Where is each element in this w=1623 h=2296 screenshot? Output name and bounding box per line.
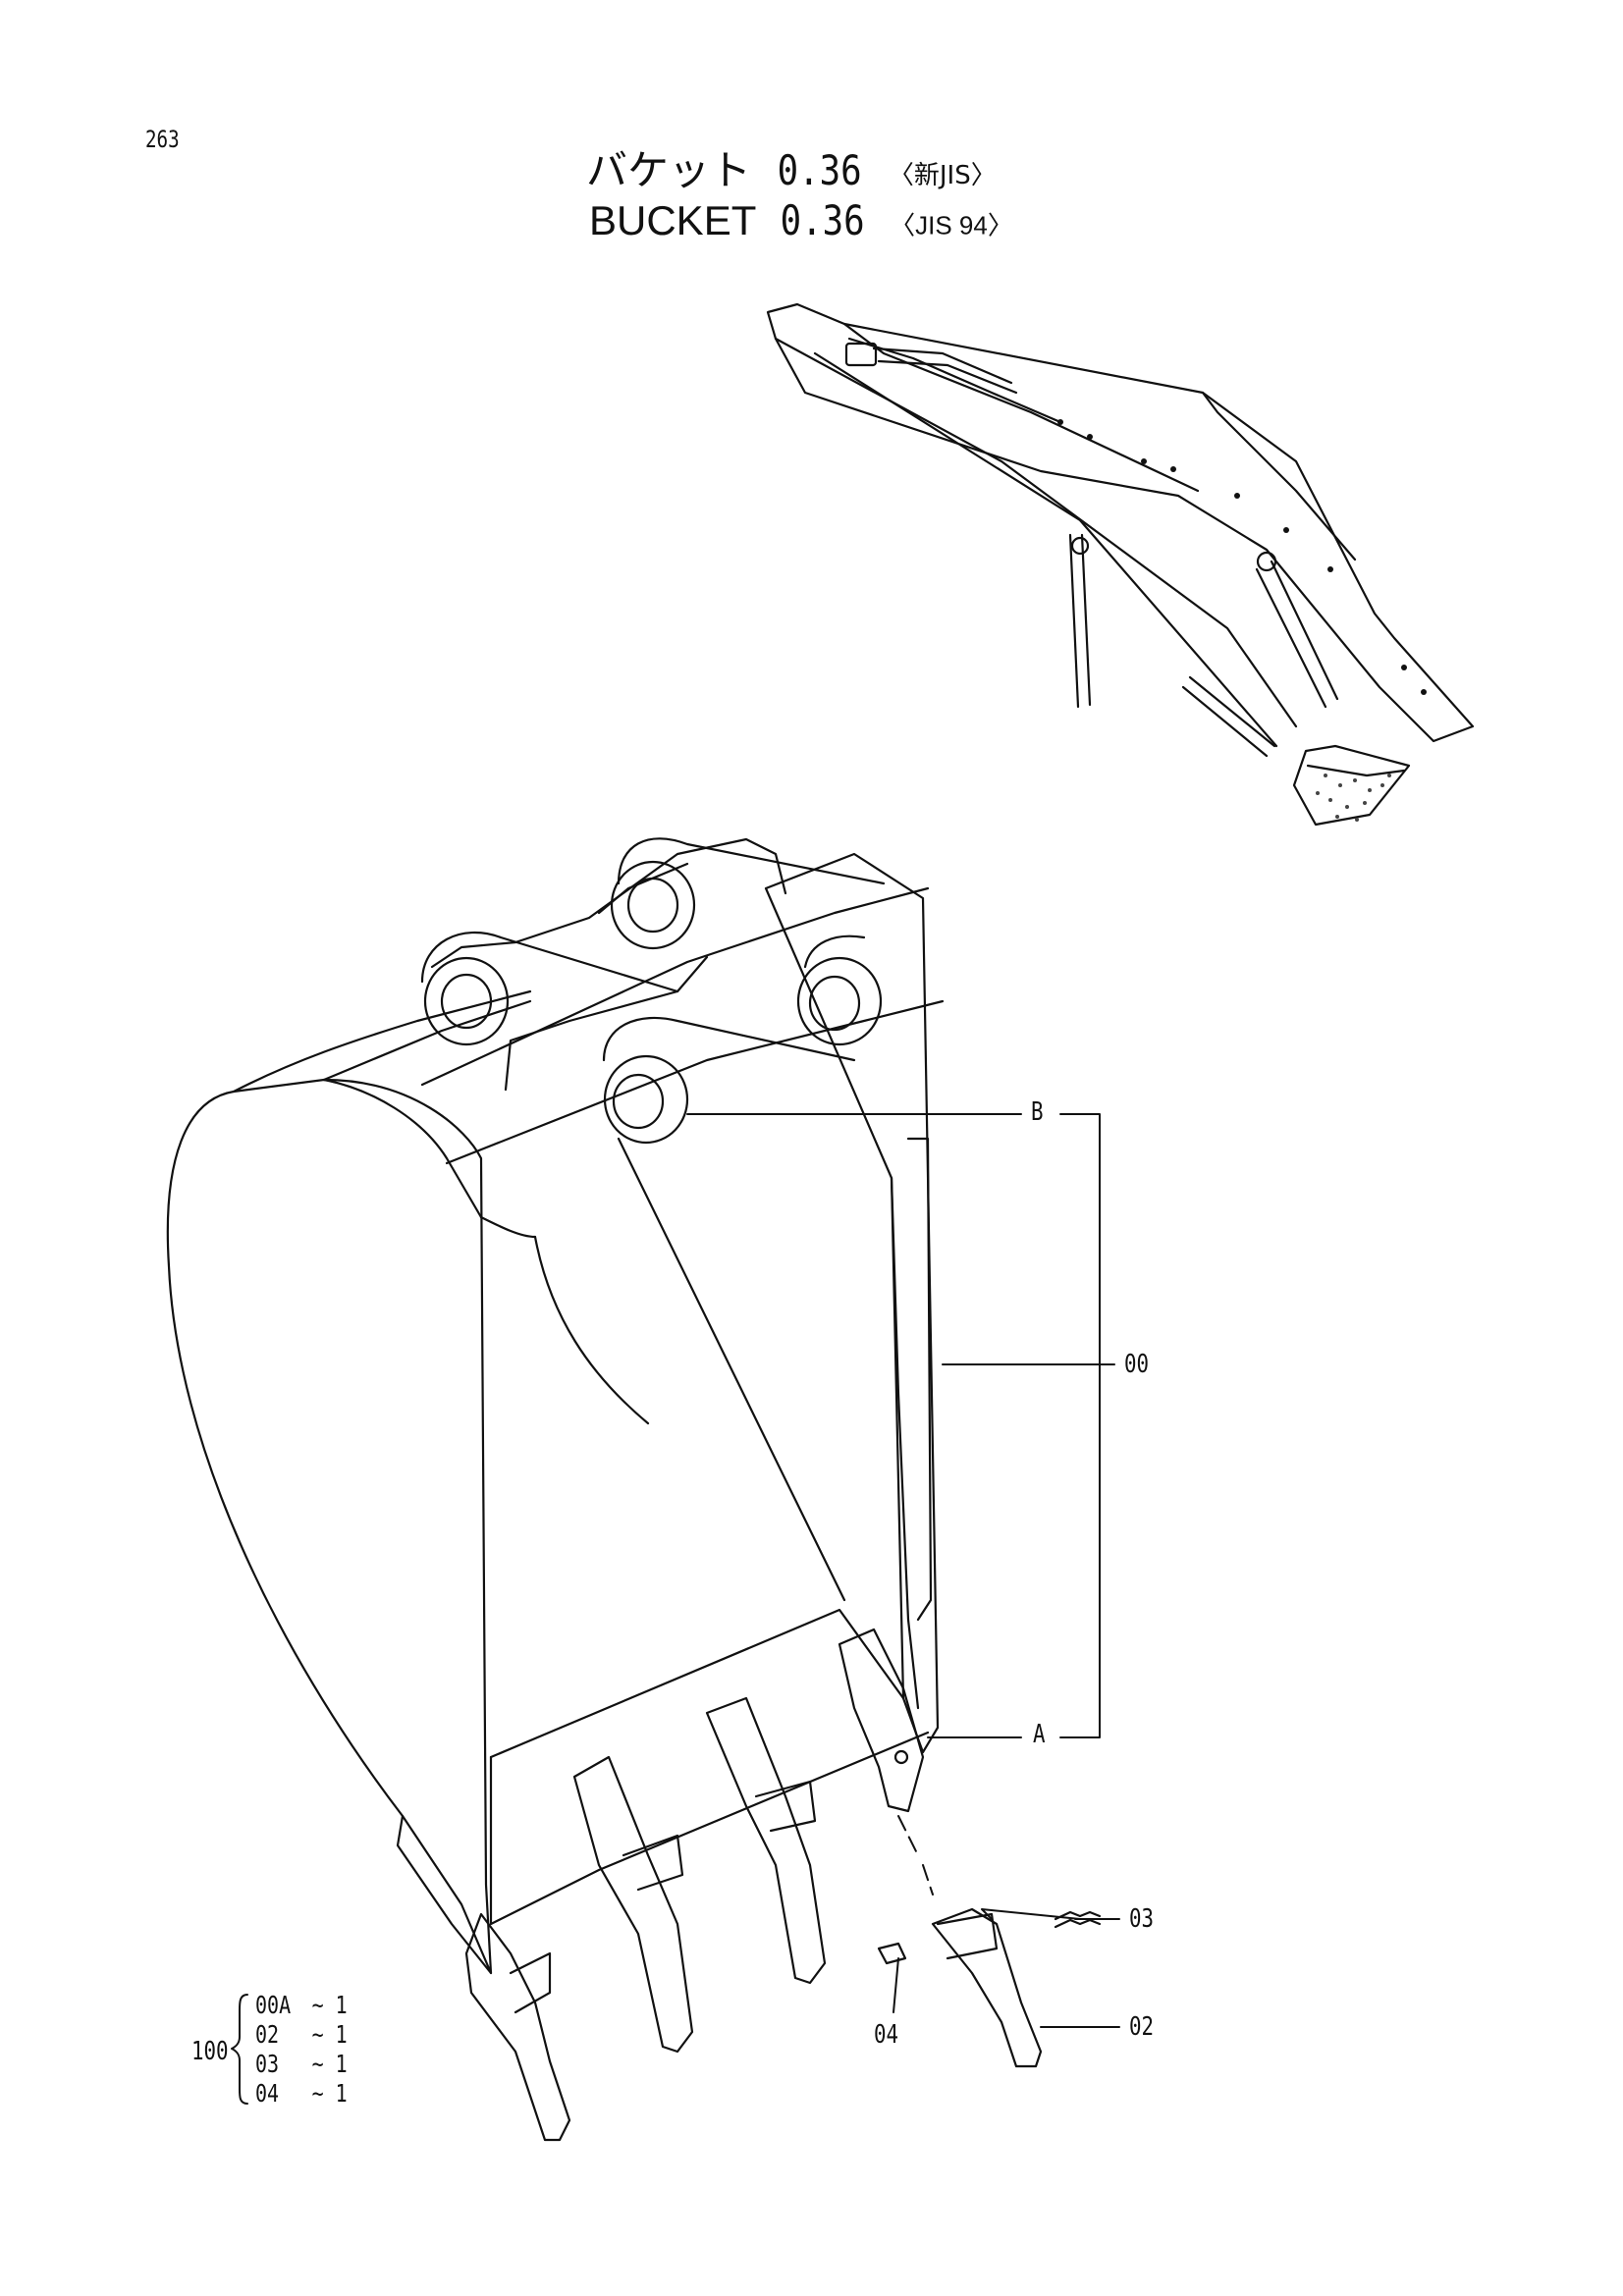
title-japanese: バケット 0.36 〈新JIS〉 — [586, 137, 997, 197]
callout-b: B — [1031, 1097, 1044, 1127]
title-japanese-text: バケット — [586, 146, 752, 194]
kit-item-qty: ~ 1 — [311, 2079, 348, 2108]
kit-item-code: 00A — [255, 1991, 292, 2019]
leader-lines — [231, 1113, 1120, 2105]
title-english: BUCKET 0.36 〈JIS 94〉 — [589, 196, 1013, 244]
kit-item-qty: ~ 1 — [311, 2020, 348, 2049]
callout-pin: 03 — [1129, 1904, 1155, 1934]
kit-row: 02 ~ 1 — [255, 2020, 348, 2050]
kit-item-qty: ~ 1 — [311, 2050, 348, 2078]
callout-tooth: 02 — [1129, 2012, 1155, 2042]
tooth-point-illustration — [464, 1628, 1102, 2142]
kit-number: 100 — [191, 2037, 229, 2066]
title-english-text: BUCKET — [589, 197, 756, 243]
kit-item-code: 04 — [255, 2079, 280, 2108]
kit-list: 00A ~ 1 02 ~ 1 03 ~ 1 04 ~ 1 — [255, 1991, 348, 2109]
kit-item-code: 02 — [255, 2020, 280, 2049]
title-english-spec: 〈JIS 94〉 — [890, 210, 1013, 240]
kit-row: 03 ~ 1 — [255, 2050, 348, 2079]
callout-lock: 04 — [874, 2020, 899, 2050]
kit-row: 04 ~ 1 — [255, 2079, 348, 2109]
callout-assembly: 00 — [1124, 1350, 1150, 1379]
callout-a: A — [1033, 1720, 1046, 1749]
kit-item-code: 03 — [255, 2050, 280, 2078]
excavator-arm-illustration — [766, 302, 1475, 827]
title-english-size: 0.36 — [780, 196, 865, 244]
bucket-illustration — [166, 837, 945, 1975]
title-japanese-size: 0.36 — [777, 146, 862, 194]
title-japanese-spec: 〈新JIS〉 — [888, 161, 997, 190]
page-number: 263 — [145, 126, 180, 153]
kit-item-qty: ~ 1 — [311, 1991, 348, 2019]
kit-row: 00A ~ 1 — [255, 1991, 348, 2020]
